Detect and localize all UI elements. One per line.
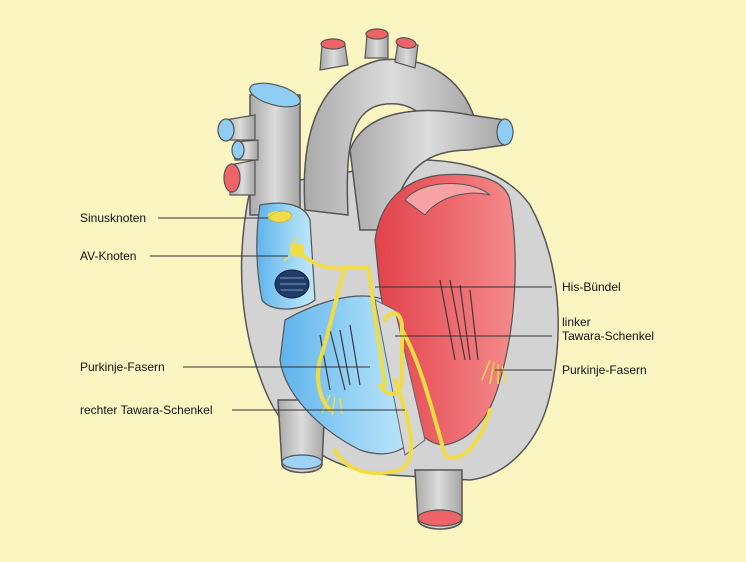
label-rechter-tawara-schenkel: rechter Tawara-Schenkel (80, 403, 213, 417)
conduction-system (268, 211, 492, 476)
label-av-knoten: AV-Knoten (80, 249, 137, 263)
label-linker-tawara-schenkel: linker Tawara-Schenkel (562, 315, 654, 343)
leader-lines (150, 217, 552, 411)
label-linker-line2: Tawara-Schenkel (562, 329, 655, 343)
label-sinusknoten: Sinusknoten (80, 211, 147, 225)
label-purkinje-right: Purkinje-Fasern (562, 363, 647, 377)
av-node (290, 243, 304, 257)
inferior-vena-cava (277, 399, 326, 474)
label-purkinje-left: Purkinje-Fasern (80, 360, 165, 374)
label-his-buendel: His-Bündel (562, 280, 621, 294)
sinus-node (267, 210, 293, 223)
label-linker-line1: linker (562, 315, 591, 329)
